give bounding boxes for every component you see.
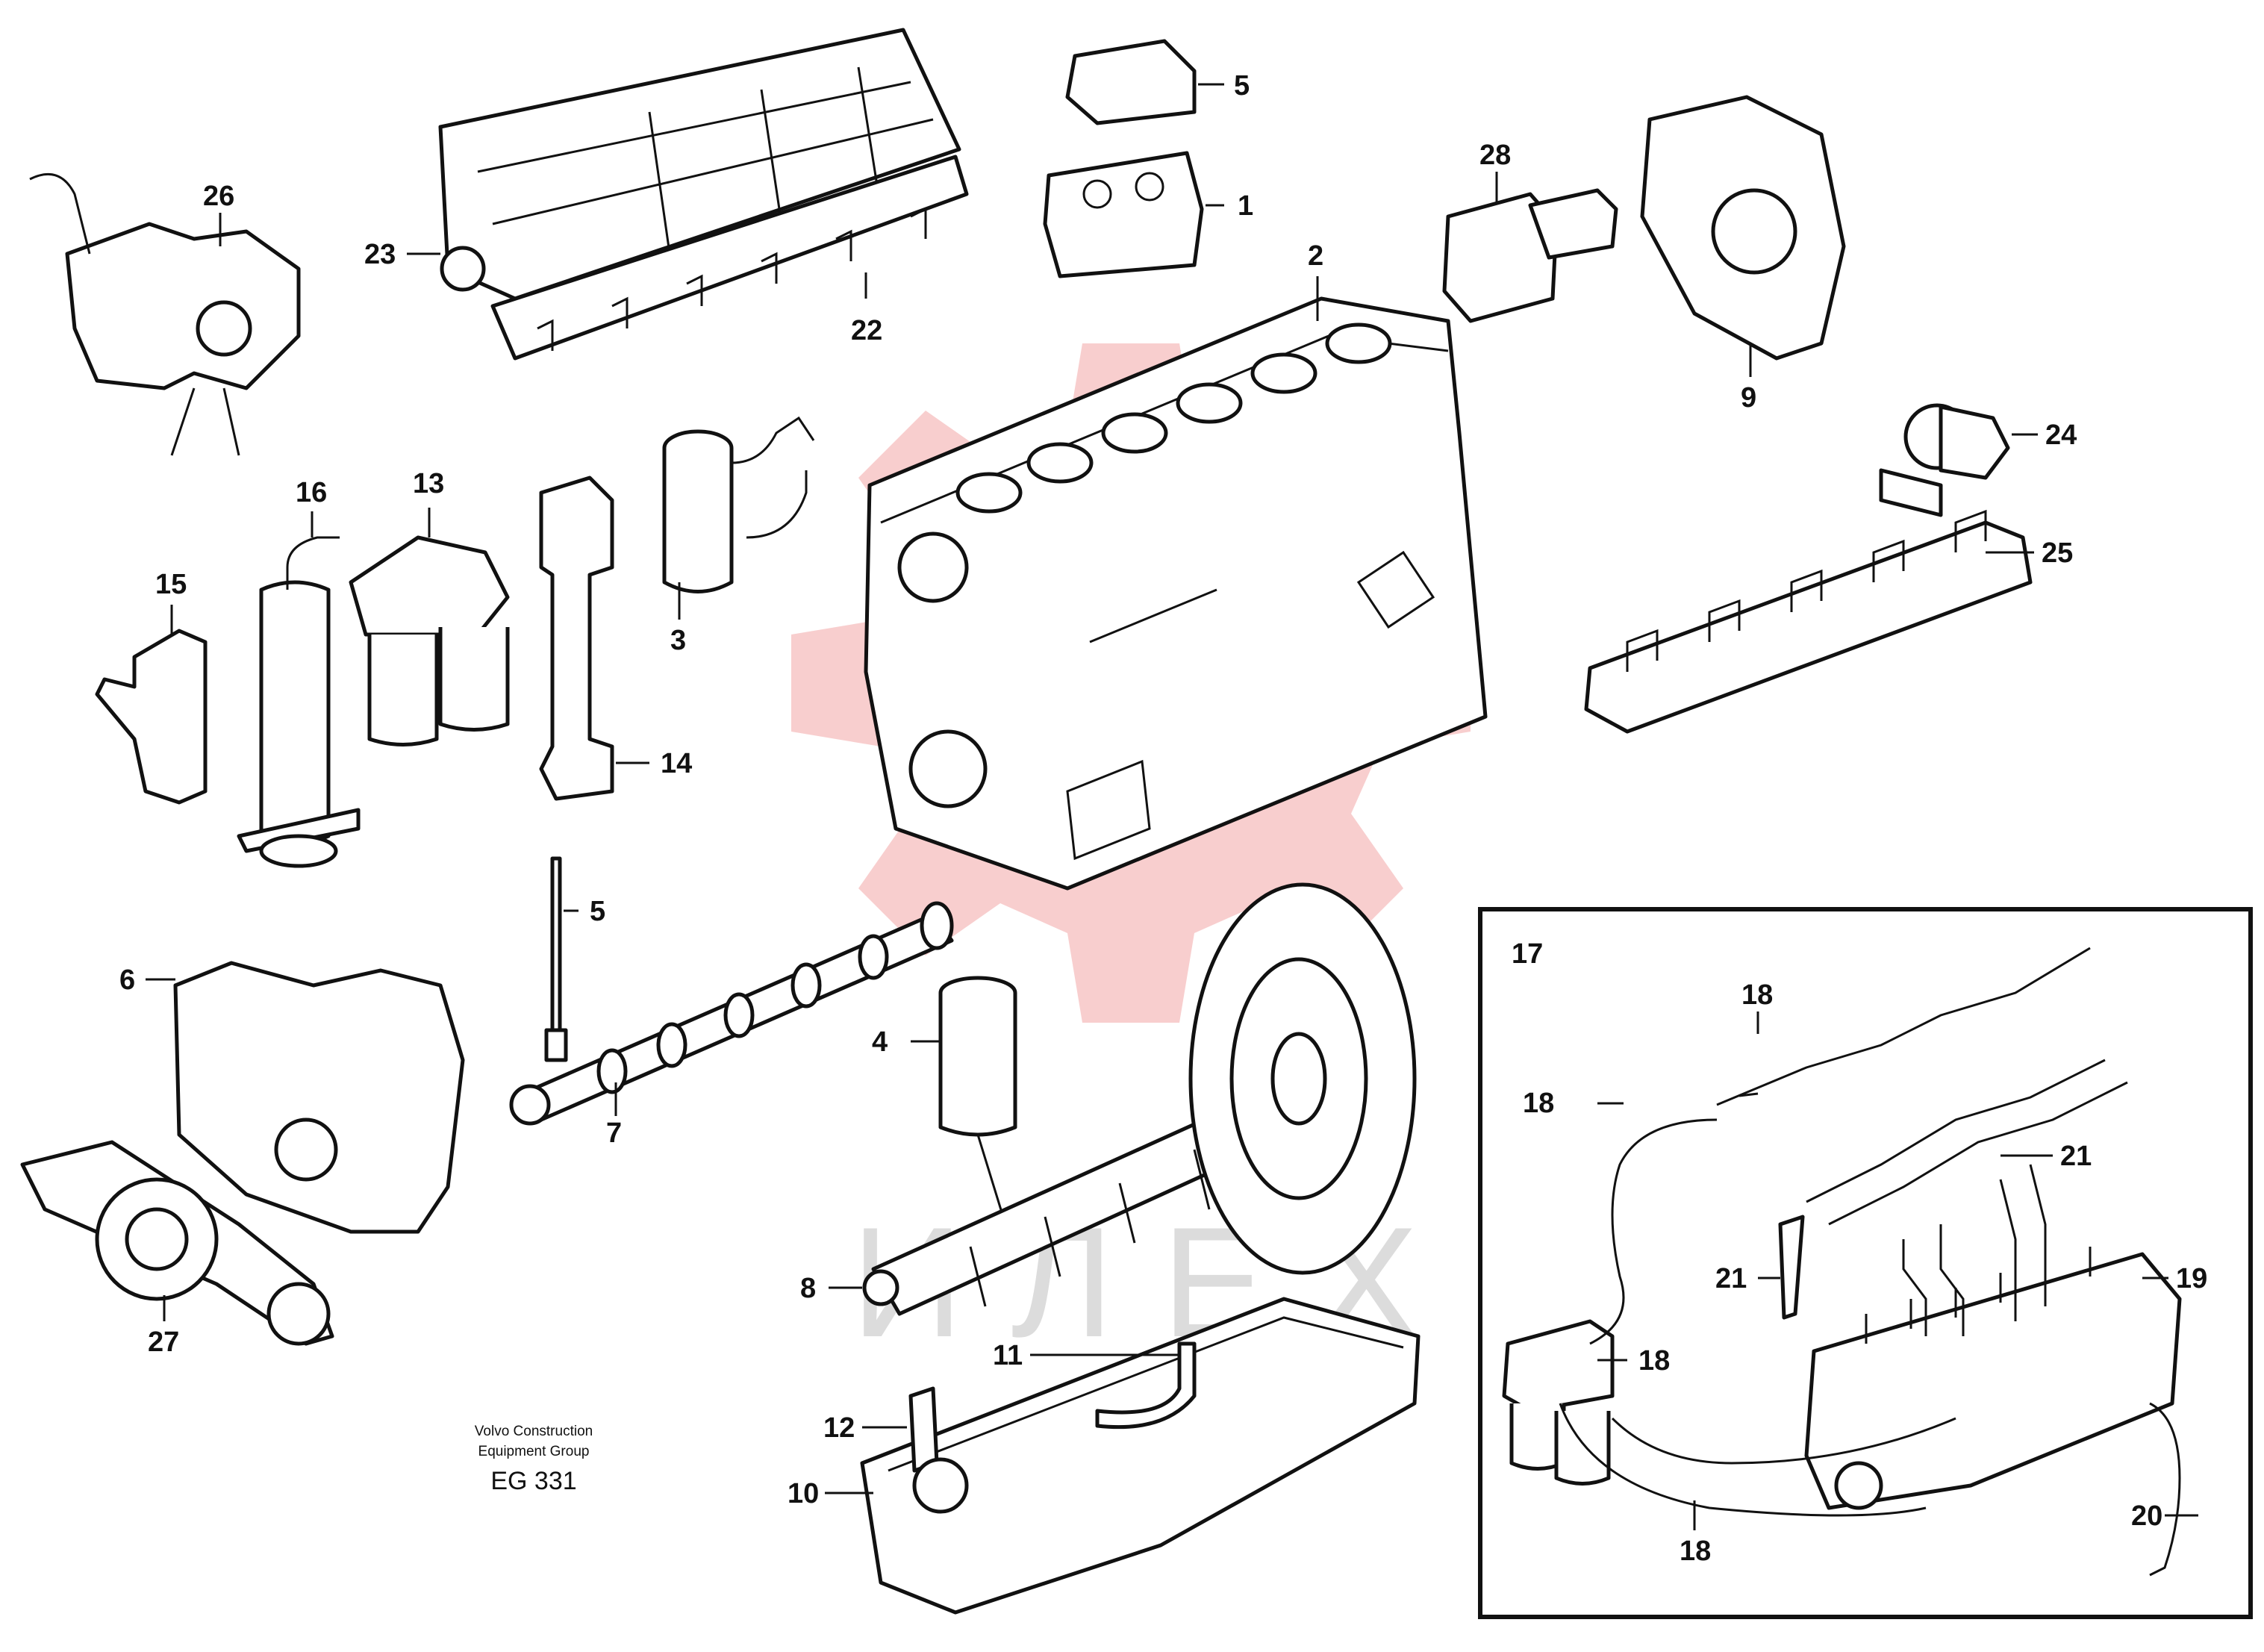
callout-12: 12 [823,1412,855,1444]
fuel-system-inset-frame [1478,907,2253,1619]
starter-motor-part [1442,188,1618,323]
callout-labels: 1 2 3 4 5 5 6 7 8 9 10 11 12 13 14 15 16… [119,70,2207,1567]
callout-18-top: 18 [1741,979,1773,1011]
oil-filter-assembly-part [349,535,510,746]
callout-14: 14 [661,748,692,779]
caption-line-1: Volvo Construction [475,1424,593,1439]
flywheel-housing-part [1640,95,1846,361]
callout-7: 7 [606,1118,622,1149]
callout-9: 9 [1741,382,1756,414]
callout-8: 8 [800,1273,816,1304]
caption-code: EG 331 [490,1467,576,1495]
coolant-filter-part [237,536,361,868]
callout-5-top: 5 [1234,70,1250,102]
oil-separator-part [662,416,815,593]
intake-manifold-part [490,155,969,361]
callout-3: 3 [670,625,686,656]
callout-23: 23 [364,239,396,270]
leader-lines [146,83,2198,1530]
callout-2: 2 [1308,240,1323,272]
callout-11: 11 [993,1340,1023,1371]
callout-4: 4 [872,1026,888,1058]
oil-pan-part [860,1297,1421,1615]
callout-22: 22 [851,315,882,346]
suction-pipe-part [1095,1341,1197,1430]
valve-cover-cap-part [1065,39,1197,125]
guide-bracket-part [539,476,614,801]
callout-27: 27 [148,1327,179,1358]
callout-21-right: 21 [2060,1141,2092,1172]
oil-pump-part [908,1386,969,1514]
injector-part [1778,1215,1805,1320]
callout-17: 17 [1512,938,1543,970]
callout-18-filter: 18 [1638,1345,1670,1377]
callout-18-left: 18 [1523,1088,1554,1119]
mounting-bracket-part [95,629,208,805]
callout-25: 25 [2042,537,2073,569]
caption-block: Volvo Construction Equipment Group EG 33… [475,1424,593,1495]
fuel-filter-part [1502,1319,1615,1486]
engine-block-part [864,296,1488,891]
callout-13: 13 [413,468,444,499]
exhaust-manifold-part [1584,509,2033,734]
callout-6: 6 [119,964,135,996]
callout-18-bottom: 18 [1680,1536,1711,1567]
callout-24: 24 [2045,420,2077,451]
callout-15: 15 [155,569,187,600]
dipstick-part [544,856,568,1062]
callout-16: 16 [296,477,327,508]
callout-5-dipstick: 5 [590,896,605,927]
water-pump-part [29,172,301,456]
rocker-cover-part [438,28,961,301]
fuel-injection-pump-part [1804,1247,2182,1510]
callout-19: 19 [2176,1263,2207,1294]
callout-26: 26 [203,181,234,212]
caption-line-2: Equipment Group [478,1444,590,1459]
flywheel-part [1188,882,1417,1275]
callout-20: 20 [2131,1500,2162,1532]
timing-cover-part [173,961,465,1234]
callout-21-left: 21 [1715,1263,1747,1294]
cylinder-head-part [1043,151,1204,278]
fuel-pipes-part [1559,947,2181,1577]
callout-1: 1 [1238,190,1253,222]
turbocharger-part [1879,403,2010,517]
callout-28: 28 [1479,140,1511,171]
camshaft-part [509,901,954,1126]
callout-10: 10 [788,1478,819,1509]
drive-belt-part [20,1140,334,1346]
